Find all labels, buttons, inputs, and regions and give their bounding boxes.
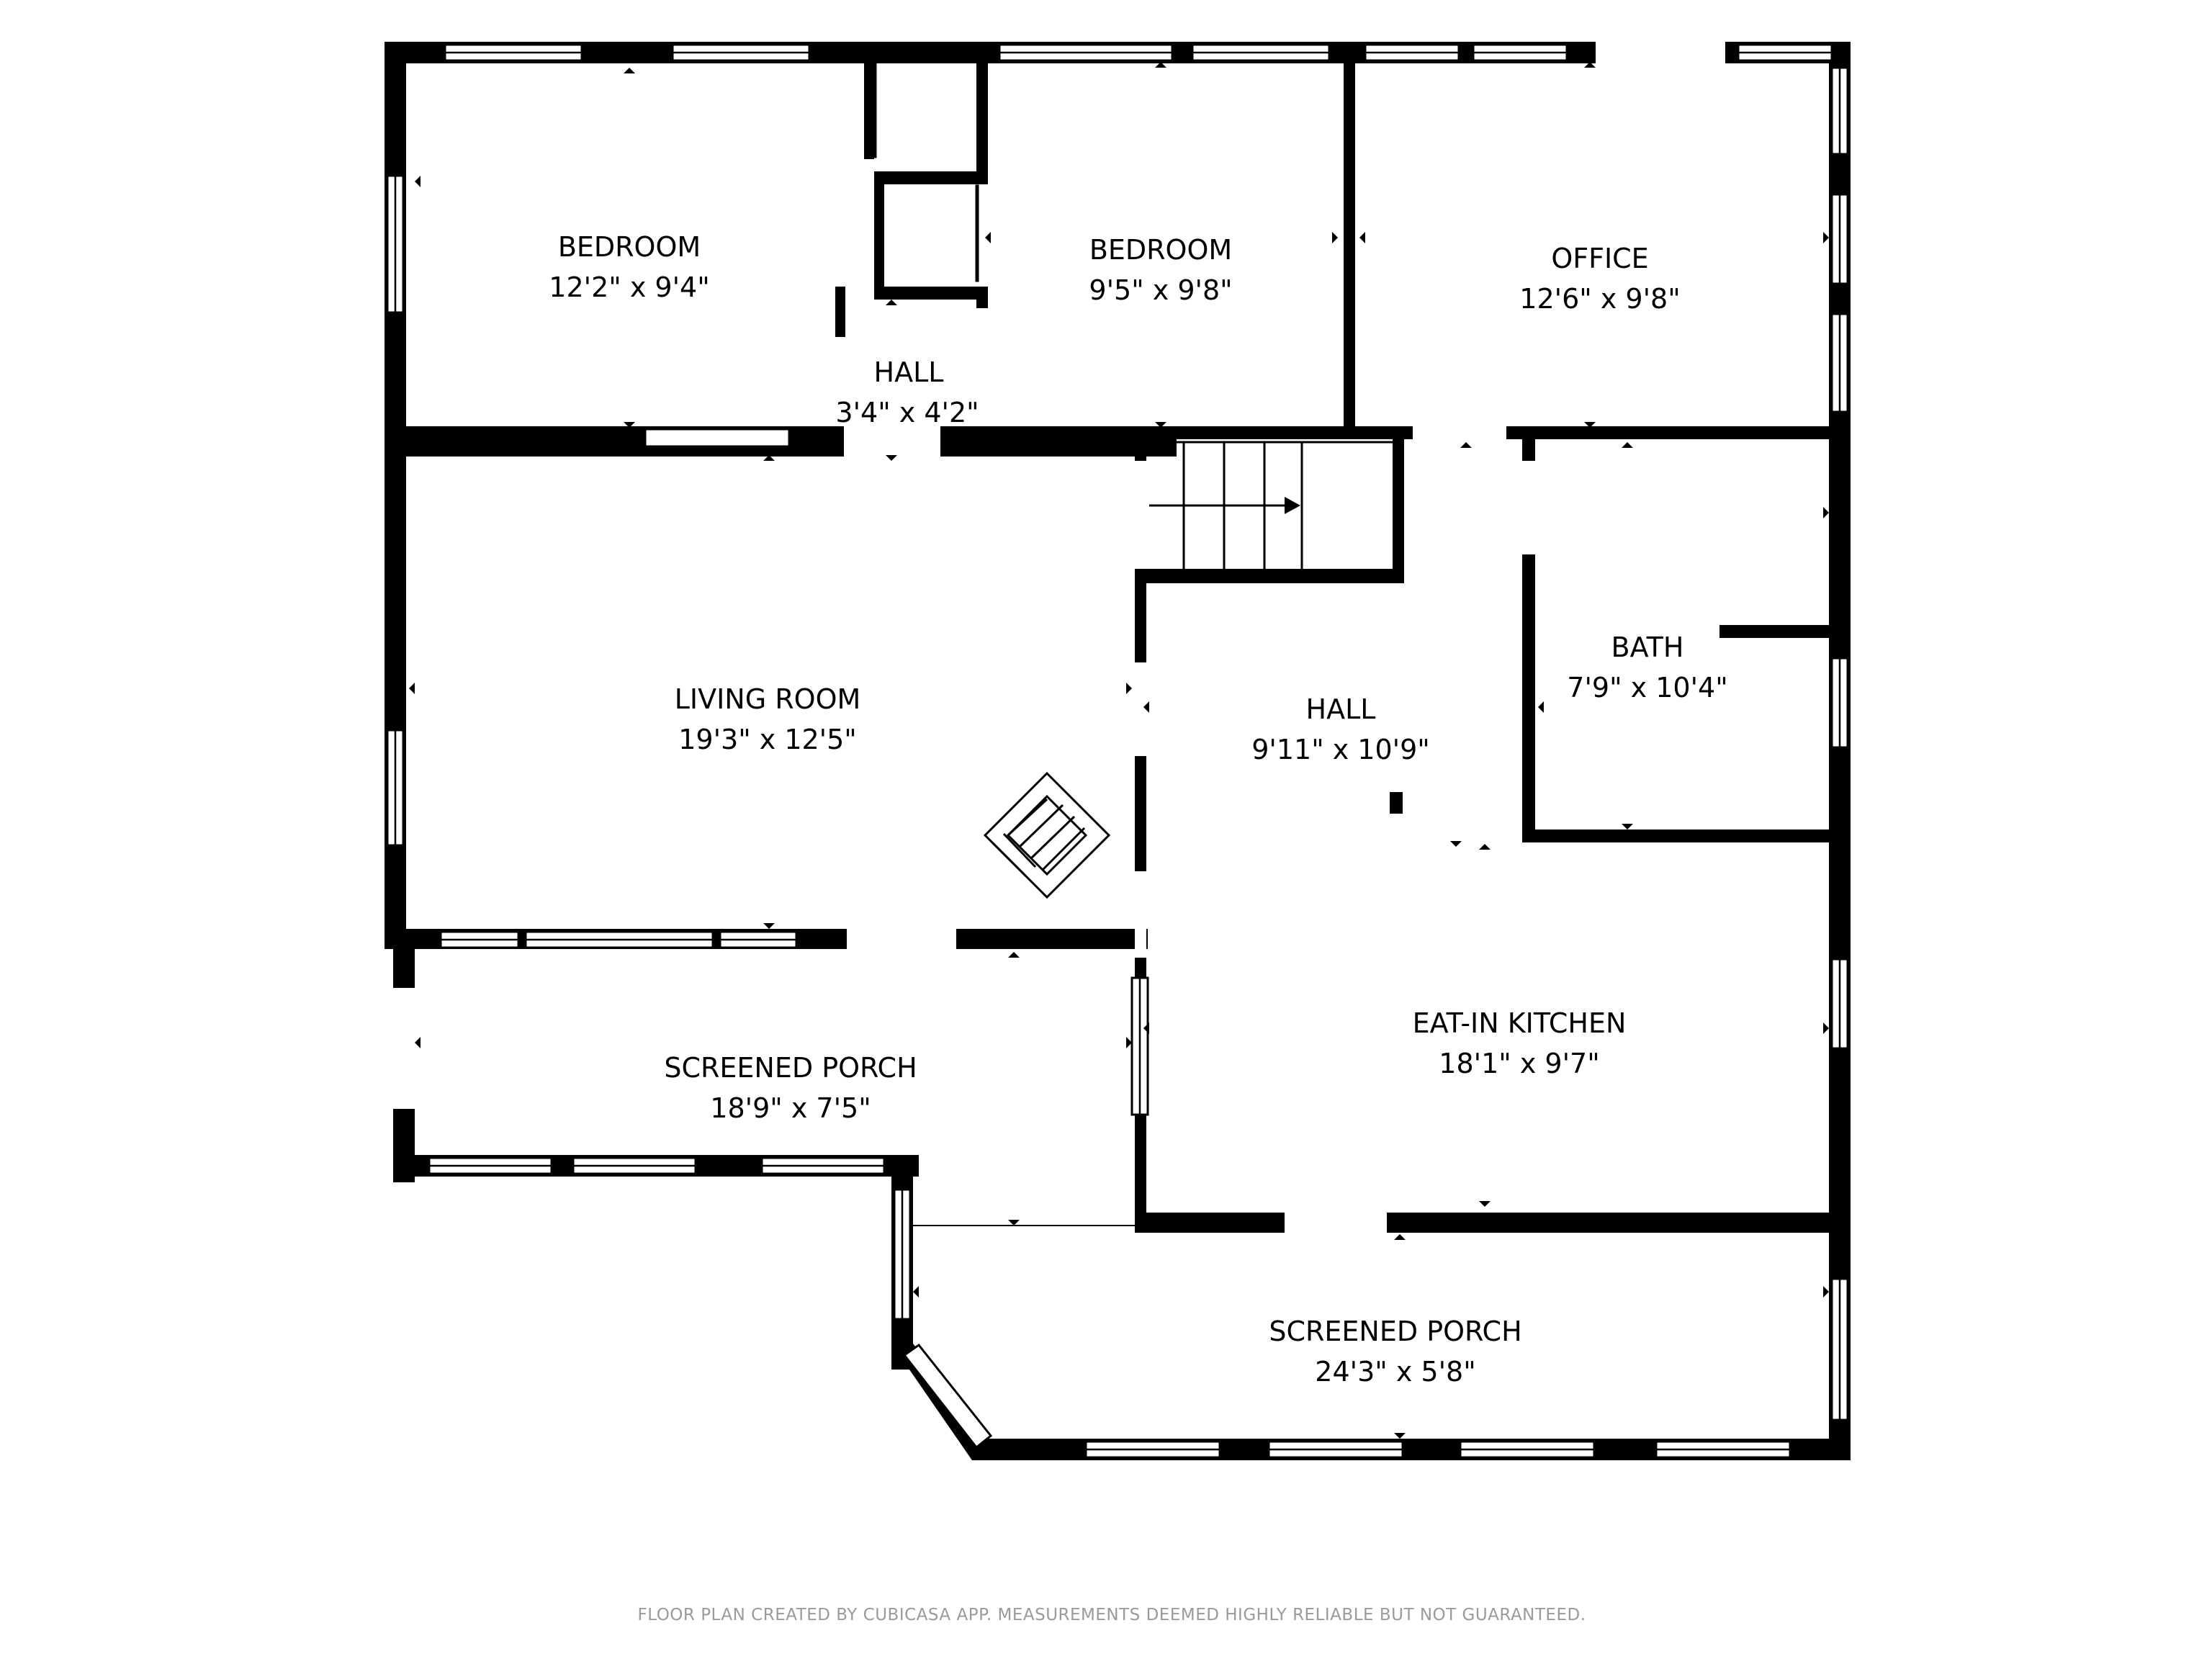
room-screened-porch-2: SCREENED PORCH 24'3" x 5'8"	[1269, 1316, 1521, 1388]
room-office: OFFICE 12'6" x 9'8"	[1519, 243, 1680, 315]
room-name: BEDROOM	[558, 231, 701, 263]
room-bedroom-2: BEDROOM 9'5" x 9'8"	[1089, 234, 1232, 306]
room-name: HALL	[874, 356, 944, 388]
room-name: SCREENED PORCH	[1269, 1316, 1521, 1347]
room-dimensions: 9'11" x 10'9"	[1251, 734, 1430, 765]
room-hall-main: HALL 9'11" x 10'9"	[1251, 693, 1430, 765]
windows	[386, 43, 1849, 1459]
room-bath: BATH 7'9" x 10'4"	[1567, 631, 1727, 703]
room-dimensions: 18'9" x 7'5"	[710, 1092, 871, 1124]
room-dimensions: 3'4" x 4'2"	[835, 397, 979, 428]
room-dimensions: 18'1" x 9'7"	[1439, 1048, 1599, 1079]
room-name: SCREENED PORCH	[664, 1052, 917, 1084]
room-dimensions: 19'3" x 12'5"	[678, 724, 857, 755]
room-hall-small: HALL 3'4" x 4'2"	[835, 356, 979, 428]
room-screened-porch-1: SCREENED PORCH 18'9" x 7'5"	[664, 1052, 917, 1124]
room-dimensions: 9'5" x 9'8"	[1089, 274, 1232, 306]
room-bedroom-1: BEDROOM 12'2" x 9'4"	[549, 231, 709, 303]
room-name: LIVING ROOM	[675, 683, 861, 715]
room-name: HALL	[1306, 693, 1376, 725]
room-dimensions: 12'2" x 9'4"	[549, 271, 709, 303]
room-name: OFFICE	[1551, 243, 1648, 274]
room-name: BEDROOM	[1089, 234, 1232, 266]
fireplace-icon	[983, 771, 1111, 899]
dimension-ticks	[409, 62, 1829, 1439]
staircase	[1146, 441, 1393, 569]
room-dimensions: 12'6" x 9'8"	[1519, 283, 1680, 315]
room-living-room: LIVING ROOM 19'3" x 12'5"	[675, 683, 861, 755]
room-dimensions: 24'3" x 5'8"	[1315, 1356, 1475, 1388]
footer-disclaimer: FLOOR PLAN CREATED BY CUBICASA APP. MEAS…	[637, 1606, 1586, 1624]
room-name: BATH	[1611, 631, 1684, 663]
room-eat-in-kitchen: EAT-IN KITCHEN 18'1" x 9'7"	[1413, 1007, 1627, 1079]
openings	[393, 42, 1725, 1233]
stair-arrow	[1285, 497, 1300, 514]
room-name: EAT-IN KITCHEN	[1413, 1007, 1627, 1039]
room-dimensions: 7'9" x 10'4"	[1567, 672, 1727, 703]
